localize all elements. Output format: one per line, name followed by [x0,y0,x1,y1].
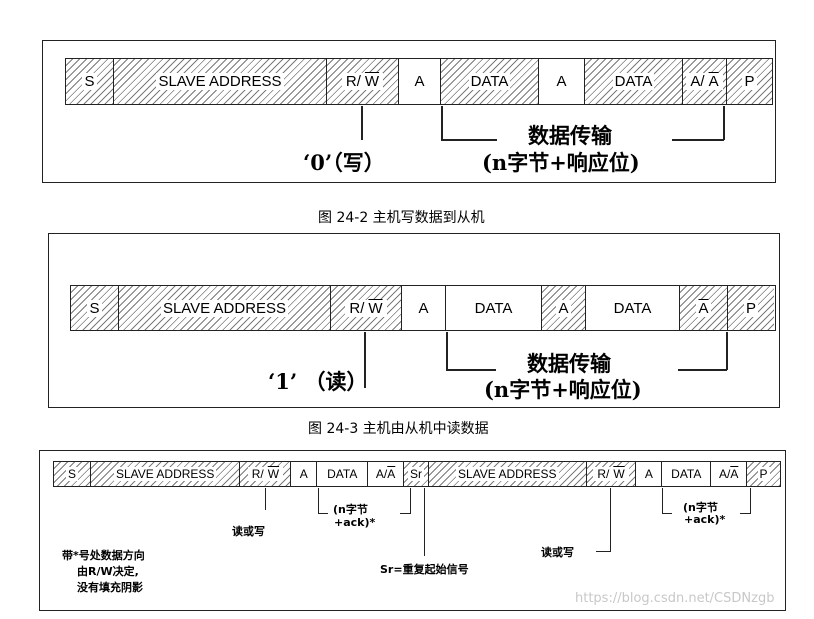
repeated-start-note: Sr=重复起始信号 [380,563,469,576]
rw-pointer-line [610,488,612,552]
figure-read-frame [48,233,780,408]
stop-bit-cell: P [728,286,774,330]
stop-bit-cell: P [747,462,781,486]
rw-pointer-foot [596,551,611,553]
write-bit-label: ‘0’（写） [303,150,385,175]
bytes-ack-label: (n字节+响应位) [482,150,640,175]
bytes-bracket-left [662,488,664,514]
rw-pointer-line [361,106,363,140]
rw-pointer-line [265,488,267,510]
data-cell: DATA [446,286,542,330]
bytes-ack-label: (n字节+响应位) [484,377,642,402]
transfer-bracket-right [723,106,725,140]
start-bit-cell: S [66,59,114,104]
write-frame-row: S SLAVE ADDRESS R/W A DATA A DATA A/A P [65,58,773,105]
ack-nack-cell: A/A [711,462,748,486]
transfer-bracket-left [441,106,443,140]
start-bit-cell: S [71,286,119,330]
bytes-ack-label: (n字节 [683,501,718,514]
read-or-write-label: 读或写 [541,546,574,559]
rw-bit-cell: R/W [586,462,637,486]
ack-cell: A [539,59,585,104]
figure-write-frame [42,40,776,183]
transfer-bracket-bottom [441,139,497,141]
start-bit-cell: S [54,462,91,486]
ack-nack-cell: A/A [683,59,727,104]
figure-combined-frame [39,450,786,611]
ack-cell: A [542,286,586,330]
bytes-bracket-bottom [662,513,672,515]
ack-nack-cell: A/A [368,462,405,486]
slave-address-cell: SLAVE ADDRESS [428,462,587,486]
data-transfer-label: 数据传输 [527,351,611,376]
bytes-ack-label: (n字节 [333,503,368,516]
data-cell: DATA [317,462,369,486]
bytes-ack-label: +ack)* [684,513,726,526]
ack-cell: A [402,286,446,330]
combined-frame-row: S SLAVE ADDRESS R/W A DATA A/A Sr SLAVE … [53,461,781,487]
bytes-bracket-right [410,488,412,514]
read-bit-label: ‘1’ （读） [268,369,368,394]
shading-note: 没有填充阴影 [77,581,143,594]
data-cell: DATA [585,59,683,104]
stop-bit-cell: P [727,59,772,104]
slave-address-cell: SLAVE ADDRESS [119,286,331,330]
transfer-bracket-bottom [672,139,724,141]
shading-note: 由R/W决定, [77,565,139,578]
figure-caption: 图 24-2 主机写数据到从机 [318,210,485,226]
bytes-bracket-bottom [400,513,411,515]
nack-cell: A [680,286,728,330]
data-cell: DATA [662,462,712,486]
figure-caption: 图 24-3 主机由从机中读数据 [308,421,489,437]
transfer-bracket-bottom [446,369,496,371]
read-or-write-label: 读或写 [232,525,265,538]
bytes-bracket-bottom [740,513,751,515]
repeated-start-cell: Sr [404,462,429,486]
read-frame-row: S SLAVE ADDRESS R/W A DATA A DATA A P [70,285,776,331]
ack-cell: A [636,462,663,486]
data-cell: DATA [586,286,680,330]
slave-address-cell: SLAVE ADDRESS [90,462,241,486]
transfer-bracket-right [726,332,728,370]
watermark: https://blog.csdn.net/CSDNzgb [575,591,775,606]
rw-bit-cell: R/W [327,59,399,104]
bytes-bracket-left [318,488,320,514]
rw-bit-cell: R/W [331,286,402,330]
data-transfer-label: 数据传输 [528,123,612,148]
transfer-bracket-bottom [678,369,727,371]
bytes-bracket-right [750,488,752,514]
slave-address-cell: SLAVE ADDRESS [114,59,327,104]
sr-pointer-line [424,488,426,556]
ack-cell: A [291,462,318,486]
bytes-bracket-bottom [318,513,328,515]
rw-pointer-line [364,332,366,388]
data-cell: DATA [441,59,539,104]
transfer-bracket-left [446,332,448,370]
bytes-ack-label: +ack)* [334,516,376,529]
rw-bit-cell: R/W [240,462,292,486]
ack-cell: A [399,59,441,104]
shading-note: 带*号处数据方向 [62,549,145,562]
